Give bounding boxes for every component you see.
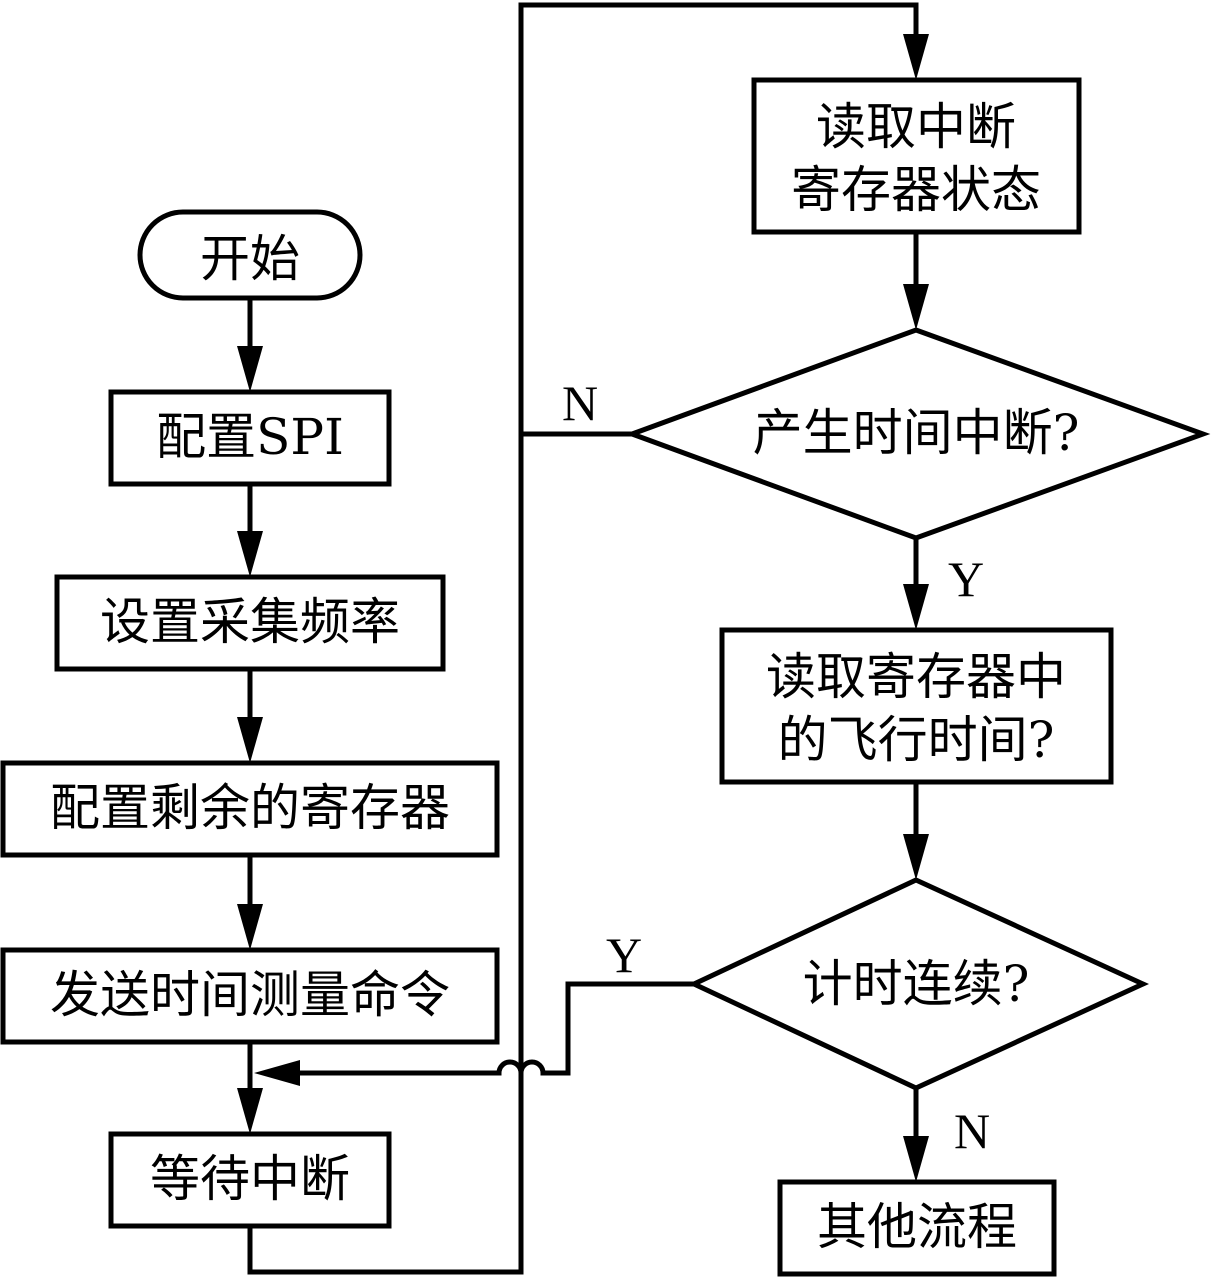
arrowhead-spi-to-freq <box>237 531 263 577</box>
send-command-label: 发送时间测量命令 <box>50 966 450 1024</box>
decision-time-interrupt-label: 产生时间中断? <box>753 404 1080 462</box>
arrowhead-cmd-to-wait <box>237 1088 263 1134</box>
read-tof-label-line2: 的飞行时间? <box>778 711 1055 769</box>
other-flow-label: 其他流程 <box>817 1198 1017 1256</box>
read-status-label-line2: 寄存器状态 <box>791 161 1041 219</box>
config-registers-label: 配置剩余的寄存器 <box>50 779 450 837</box>
read-tof-label-line1: 读取寄存器中 <box>766 648 1066 706</box>
arrowhead-wait-to-read-status <box>903 34 929 80</box>
arrowhead-regs-to-cmd <box>237 904 263 950</box>
arrowhead-continuous-no <box>903 1136 929 1182</box>
arrowhead-tof-to-decision <box>903 834 929 880</box>
arrowhead-time-interrupt-yes <box>903 584 929 630</box>
wait-interrupt-label: 等待中断 <box>150 1150 350 1208</box>
arrowhead-status-to-decision <box>903 284 929 330</box>
arrowhead-start-to-spi <box>237 346 263 392</box>
connector-continuous-yes <box>296 981 694 1076</box>
arrowhead-continuous-yes <box>254 1060 300 1086</box>
read-tof-box <box>719 627 1114 785</box>
time-interrupt-yes-label: Y <box>948 551 984 607</box>
start-label: 开始 <box>200 230 300 288</box>
continuous-yes-label: Y <box>606 927 642 983</box>
arrowhead-freq-to-regs <box>237 717 263 763</box>
decision-continuous-label: 计时连续? <box>803 955 1030 1013</box>
config-spi-box <box>108 389 392 487</box>
time-interrupt-no-label: N <box>562 375 598 431</box>
other-flow-box <box>777 1179 1057 1277</box>
connector-wait-to-read-status <box>247 2 919 1275</box>
set-frequency-label: 设置采集频率 <box>100 593 400 651</box>
config-registers-box <box>0 760 500 858</box>
config-spi-label: 配置SPI <box>156 408 344 466</box>
continuous-no-label: N <box>954 1103 990 1159</box>
read-status-label-line1: 读取中断 <box>816 98 1016 156</box>
